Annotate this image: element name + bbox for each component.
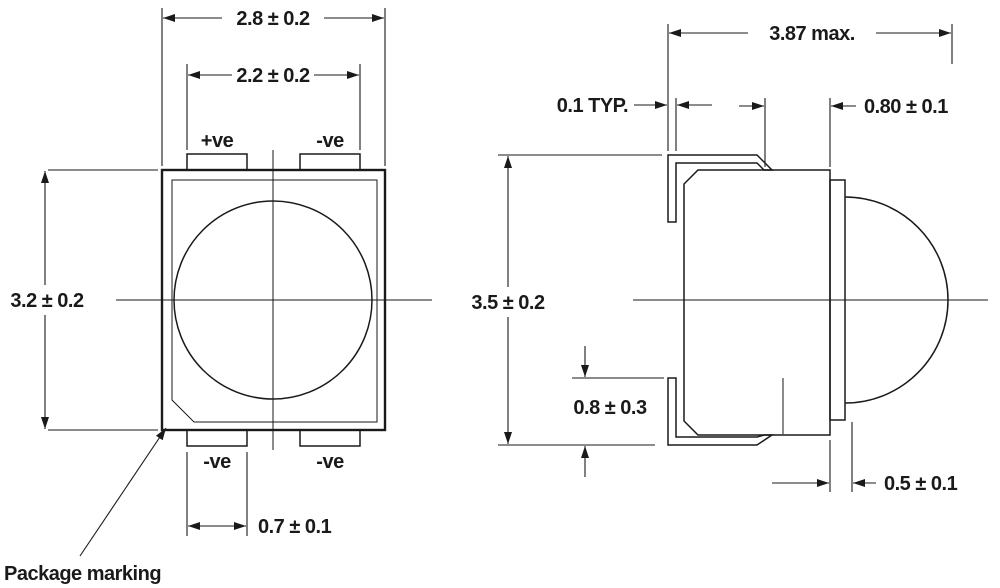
package-marking-label: Package marking [4, 563, 161, 585]
dim-standoff: 0.8 ± 0.3 [572, 346, 664, 477]
dim-flange: 0.5 ± 0.1 [772, 422, 958, 495]
dim-label-lens-offset: 0.80 ± 0.1 [864, 96, 948, 118]
lens-circle [173, 200, 373, 400]
dim-label-outer-width: 2.8 ± 0.2 [236, 8, 310, 30]
dim-label-pad-span: 2.2 ± 0.2 [236, 65, 310, 87]
dim-label-lead-thickness: 0.1 TYP. [557, 95, 628, 117]
pin-label-top-left: +ve [201, 130, 234, 152]
leader-line [79, 427, 167, 557]
pad-top-right [299, 153, 361, 171]
pad-top-left [186, 153, 248, 171]
lead-top [667, 154, 774, 223]
flange [829, 179, 846, 421]
dim-label-flange: 0.5 ± 0.1 [884, 473, 958, 495]
top-view: +ve -ve -ve -ve 2.8 ± 0.2 2.2 ± 0.2 3.2 … [4, 8, 432, 585]
dim-pad-span: 2.2 ± 0.2 [186, 64, 361, 150]
dim-height: 3.2 ± 0.2 [10, 169, 158, 431]
dim-outer-width: 2.8 ± 0.2 [161, 8, 386, 166]
body-outline [683, 169, 831, 436]
package-outline [160, 168, 387, 432]
dim-label-height: 3.2 ± 0.2 [10, 290, 84, 312]
dim-lens-offset: 0.80 ± 0.1 [739, 96, 949, 167]
pin-label-top-right: -ve [316, 130, 344, 152]
dim-label-overall-width: 3.87 max. [769, 23, 855, 45]
pin-label-bottom-left: -ve [203, 451, 231, 473]
dim-side-height: 3.5 ± 0.2 [471, 154, 662, 446]
lens-dome [844, 196, 949, 404]
lead-bottom [667, 377, 775, 446]
pad-bottom-left [186, 429, 248, 447]
dim-label-pad-width: 0.7 ± 0.1 [258, 516, 332, 538]
pin-label-bottom-right: -ve [316, 451, 344, 473]
dim-pad-width: 0.7 ± 0.1 [186, 452, 332, 538]
dim-label-side-height: 3.5 ± 0.2 [471, 292, 545, 314]
package-marking-callout: Package marking [4, 427, 167, 585]
pad-bottom-right [299, 429, 361, 447]
dim-lead-thickness: 0.1 TYP. [557, 95, 712, 151]
package-inner-outline [171, 179, 378, 423]
dim-label-standoff: 0.8 ± 0.3 [573, 397, 647, 419]
side-view: 3.87 max. 0.1 TYP. 0.80 ± 0.1 3.5 ± 0.2 [471, 23, 988, 495]
dim-overall-width: 3.87 max. [667, 23, 953, 151]
